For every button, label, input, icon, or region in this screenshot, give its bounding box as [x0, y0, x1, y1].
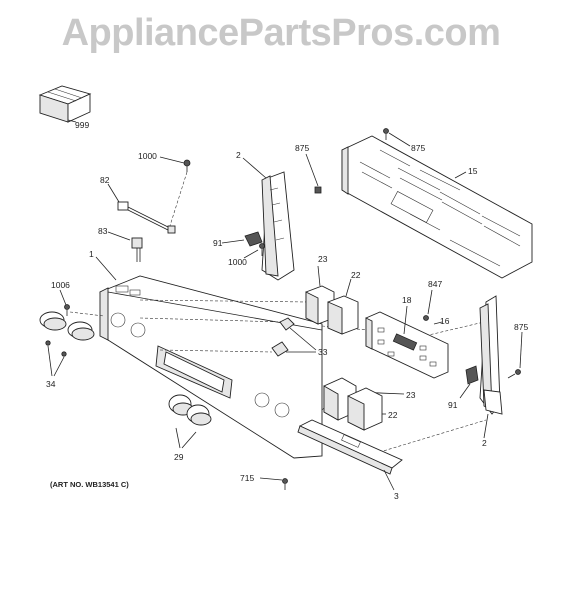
part-82-wire-harness — [107, 183, 176, 234]
callout-999: 999 — [75, 120, 89, 130]
part-999-box — [38, 85, 92, 123]
callout-875-a: 875 — [295, 143, 309, 153]
part-91-bracket-right — [459, 365, 479, 399]
callout-875-b: 875 — [411, 143, 425, 153]
callout-91-left: 91 — [213, 238, 223, 248]
callout-18: 18 — [402, 295, 412, 305]
part-22-switch-upper — [327, 278, 359, 335]
part-2-end-cap-left — [242, 157, 295, 281]
part-15-rear-panel — [341, 135, 533, 279]
part-22-switch-lower — [347, 387, 386, 431]
part-875-screw-b — [383, 128, 411, 147]
part-715-screw — [259, 477, 288, 490]
part-875-screw-c — [507, 331, 523, 379]
part-1-control-panel — [95, 256, 323, 459]
part-2-end-cap-right — [479, 295, 503, 439]
part-3-trim-strip — [297, 419, 403, 491]
callout-1000-lower: 1000 — [228, 257, 247, 267]
callout-15: 15 — [468, 166, 478, 176]
callout-715: 715 — [240, 473, 254, 483]
part-1000-screw-lower — [243, 243, 265, 259]
watermark-text: AppliancePartsPros.com — [61, 12, 501, 54]
callout-83: 83 — [98, 226, 108, 236]
callout-23-lower: 23 — [406, 390, 416, 400]
callout-875-c: 875 — [514, 322, 528, 332]
callout-82: 82 — [100, 175, 110, 185]
callout-847: 847 — [428, 279, 442, 289]
part-knobs-upper — [39, 311, 95, 341]
callout-91-right: 91 — [448, 400, 458, 410]
callout-34: 34 — [46, 379, 56, 389]
part-1000-screw — [159, 156, 191, 233]
callout-23-upper: 23 — [318, 254, 328, 264]
part-1006-screw — [59, 289, 105, 317]
callout-33: 33 — [318, 347, 328, 357]
callout-22-upper: 22 — [351, 270, 361, 280]
part-847-screw — [423, 289, 433, 321]
callout-1006: 1006 — [51, 280, 70, 290]
part-875-screw-a — [305, 153, 322, 194]
part-34-clips — [45, 340, 67, 377]
callout-1: 1 — [89, 249, 94, 259]
callout-2-right: 2 — [482, 438, 487, 448]
part-83-clip — [107, 231, 143, 262]
callout-1000-top: 1000 — [138, 151, 157, 161]
part-18-control-board — [365, 305, 449, 379]
callout-29: 29 — [174, 452, 184, 462]
callout-22-lower: 22 — [388, 410, 398, 420]
callout-16: 16 — [440, 316, 450, 326]
callout-3: 3 — [394, 491, 399, 501]
part-23-switch-upper — [305, 265, 335, 325]
callout-2-top: 2 — [236, 150, 241, 160]
part-91-bracket-left — [221, 231, 263, 247]
part-29-knobs-lower — [168, 394, 212, 449]
art-number: (ART NO. WB13541 C) — [50, 480, 129, 489]
part-33-clips — [271, 317, 317, 357]
